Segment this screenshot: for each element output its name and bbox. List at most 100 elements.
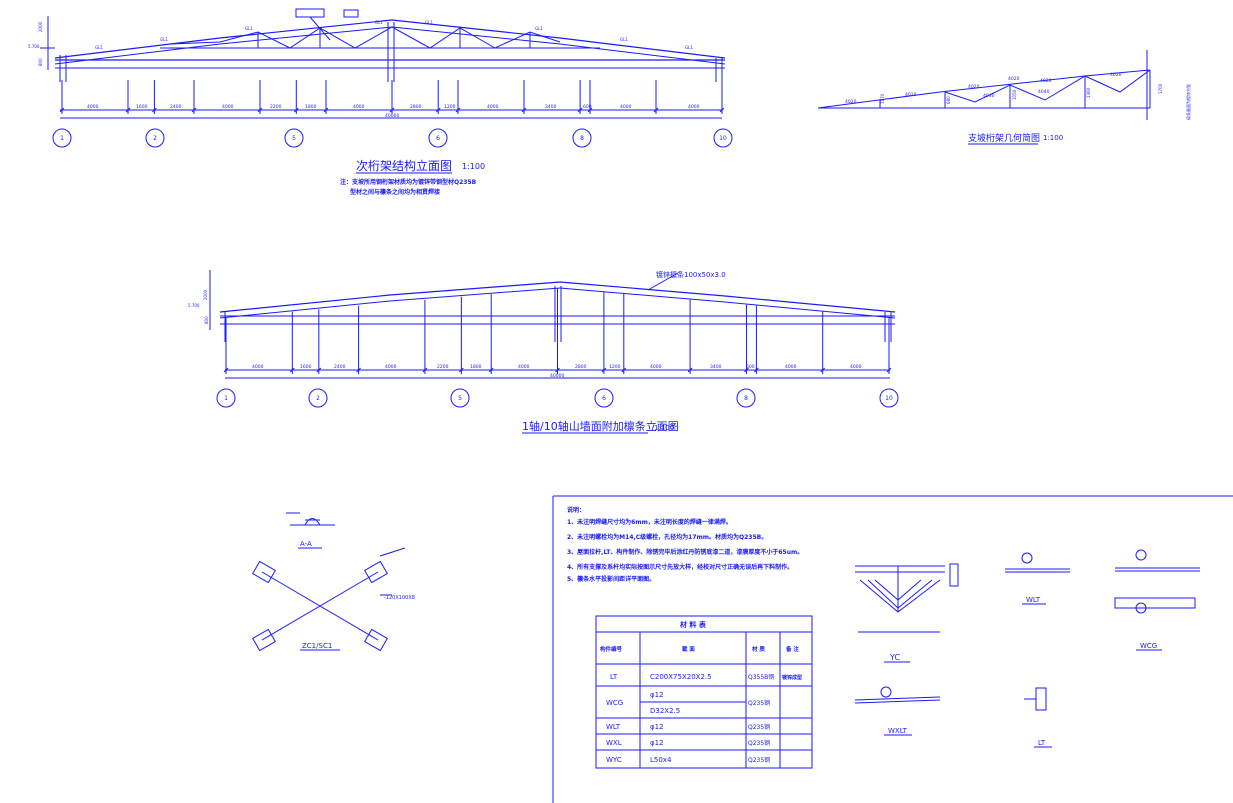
dim-slash: [719, 107, 725, 113]
axis-bubble: [594, 388, 614, 408]
dim-slash: [356, 367, 361, 373]
svg-text:4020: 4020: [1040, 78, 1052, 84]
axis-bubble: [216, 388, 236, 408]
svg-text:4000: 4000: [518, 364, 530, 370]
table-cell: WXL: [606, 739, 622, 747]
detail-wcg: WCG: [1114, 549, 1200, 651]
svg-text:4000: 4000: [222, 104, 234, 110]
dim-slash: [289, 367, 295, 373]
table-header: 备 注: [785, 645, 799, 653]
dim-slash: [587, 107, 593, 113]
svg-text:4000: 4000: [785, 364, 797, 370]
table-cell: φ12: [650, 691, 664, 699]
svg-text:2800: 2800: [410, 104, 422, 110]
v1-member-label: GL1: [95, 45, 103, 50]
svg-text:4020: 4020: [1008, 76, 1020, 82]
table-cell: Q235钢: [748, 739, 770, 747]
svg-text:4020: 4020: [845, 99, 857, 105]
dim-slash: [435, 107, 441, 113]
notes-heading: 说明：: [567, 506, 585, 514]
v1-dim-ticks: [59, 80, 725, 114]
dim-slash: [422, 367, 428, 373]
svg-text:1600: 1600: [300, 364, 312, 370]
axis-bubble: [450, 388, 470, 408]
v1-total-dim: 40000: [385, 113, 399, 119]
detail-lt: LT: [1024, 687, 1052, 748]
v1-member-label: GL1: [535, 26, 543, 31]
svg-text:2200: 2200: [437, 364, 449, 370]
svg-text:2400: 2400: [170, 104, 182, 110]
table-cell: Q235钢: [748, 756, 770, 764]
axis-label: 10: [719, 135, 727, 142]
v1-level-label: 5.700: [28, 44, 40, 49]
wxlt-label: WXLT: [888, 727, 908, 735]
svg-text:4000: 4000: [850, 364, 862, 370]
axis-bubble: [736, 388, 756, 408]
svg-text:5.700: 5.700: [188, 303, 200, 308]
dim-slash: [886, 367, 892, 373]
svg-text:1050: 1050: [1012, 89, 1017, 100]
axis-bubble: [572, 128, 592, 148]
note-item: 4、所有支撑及系杆均实际按图示尺寸先放大样，经校对尺寸正确无误后再下料制作。: [567, 563, 793, 571]
table-title: 材 料 表: [679, 620, 707, 629]
view1-truss-elevation: GL1 GL1 GL1 GL1 GL1 GL1 GL1 GL1 5.700 20…: [28, 8, 733, 196]
v1-member-label: GL1: [425, 20, 433, 25]
dim-slash: [152, 107, 157, 113]
table-cell: WCG: [606, 699, 623, 707]
table-cell: WYC: [606, 756, 622, 764]
dim-slash: [577, 107, 583, 113]
note-item: 1、未注明焊缝尺寸均为6mm，未注明长度的焊缝一律满焊。: [567, 518, 732, 526]
dim-slash: [59, 107, 65, 113]
svg-text:4000: 4000: [353, 104, 365, 110]
svg-text:4040: 4040: [1038, 89, 1050, 95]
v2-title: 支坡桁架几何简图: [968, 132, 1040, 144]
detail-aa: A-A: [286, 512, 335, 549]
dim-slash: [293, 107, 299, 113]
svg-text:2200: 2200: [270, 104, 282, 110]
svg-text:1200: 1200: [609, 364, 621, 370]
dim-slash: [257, 107, 263, 113]
yc-label: YC: [889, 653, 900, 662]
table-cell: LT: [610, 673, 618, 681]
dim-slash: [191, 107, 197, 113]
v1-note-1: 注：支坡所用钢桁架材质均为镀锌带钢型材Q235B: [340, 178, 477, 186]
v3-dim-texts: 4000 1600 2400 4000 2200 1800 4000 2800 …: [252, 364, 862, 379]
zc-label: ZC1/SC1: [302, 642, 332, 650]
dim-slash: [459, 367, 464, 373]
table-cell: 镀锌成型: [782, 674, 802, 681]
svg-text:1600: 1600: [136, 104, 148, 110]
v1-note-2: 型材之间与檩条之间均为相贯焊接: [350, 188, 440, 196]
svg-text:4020: 4020: [905, 92, 917, 98]
axis-label: 1: [60, 135, 64, 142]
axis-bubble: [284, 128, 304, 148]
wlt-label: WLT: [1026, 596, 1041, 604]
svg-text:4000: 4000: [87, 104, 99, 110]
svg-text:2800: 2800: [575, 364, 587, 370]
detail-wlt: WLT: [1005, 552, 1070, 605]
v1-dim-texts: 4000 1600 2400 4000 2200 1800 4000 2800 …: [87, 104, 700, 119]
axis-label: 1: [224, 395, 228, 402]
axis-bubble: [713, 128, 733, 148]
axis-label: 8: [744, 395, 748, 402]
v3-total-dim: 40000: [550, 373, 564, 379]
svg-text:4000: 4000: [252, 364, 264, 370]
v1-title: 次桁架结构立面图: [356, 158, 452, 173]
svg-text:600: 600: [746, 364, 755, 370]
v3-axis-bubbles: 1 2 5 6 8 10: [216, 388, 899, 408]
note-item: 3、屋面拉杆,LT、构件制作、除锈完毕后涂红丹防锈底漆二道，漆膜厚度不小于65u…: [567, 548, 803, 556]
svg-text:680: 680: [946, 96, 951, 104]
axis-label: 10: [885, 395, 893, 402]
table-cell: φ12: [650, 739, 664, 747]
table-cell: Q235钢: [748, 699, 770, 707]
v2-top-line: [817, 69, 1151, 109]
v1-member-label: GL1: [620, 37, 628, 42]
v1-top-chord: [54, 19, 726, 59]
svg-text:4000: 4000: [385, 364, 397, 370]
table-header: 截 面: [682, 645, 695, 653]
dim-slash: [754, 367, 759, 373]
svg-text:4020: 4020: [1110, 72, 1122, 78]
lt-label: LT: [1038, 739, 1046, 747]
svg-text:800: 800: [38, 58, 43, 66]
v2-scale: 1:100: [1043, 134, 1063, 142]
